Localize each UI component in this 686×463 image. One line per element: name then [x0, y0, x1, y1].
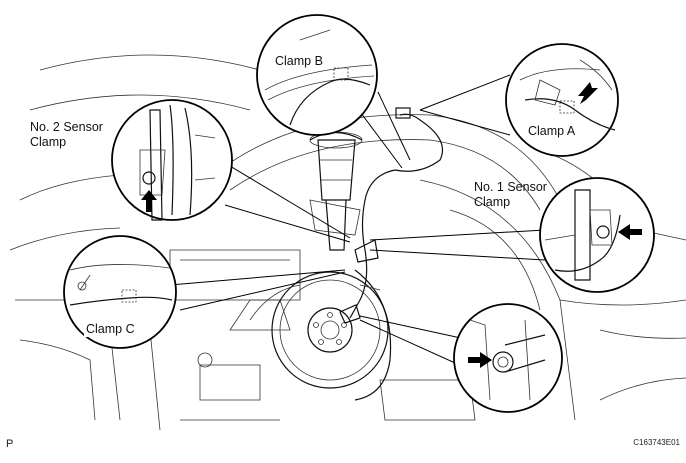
- figure-code: C163743E01: [633, 438, 680, 447]
- leader-lines: [169, 74, 546, 373]
- label-no1-sensor-clamp: No. 1 Sensor Clamp: [474, 180, 547, 209]
- brake-disc-hub: [271, 269, 392, 401]
- callout-no1-sensor-clamp: [539, 177, 655, 293]
- label-clamp-b: Clamp B: [273, 54, 325, 69]
- callout-clamp-a: [505, 43, 619, 157]
- arrow-no1-sensor-clamp: [618, 224, 642, 240]
- label-clamp-c: Clamp C: [84, 322, 137, 337]
- arrow-no2-sensor-clamp: [141, 190, 157, 212]
- callout-clamp-b: [256, 14, 378, 136]
- arrow-sensor-bolt: [468, 352, 492, 368]
- corner-label-left: P: [6, 438, 14, 450]
- callout-clamp-c: [63, 235, 177, 349]
- label-clamp-a: Clamp A: [526, 124, 578, 139]
- callout-sensor-bolt: [453, 303, 563, 413]
- sensor-wire-harness: [339, 107, 444, 324]
- arrow-clamp-a: [578, 82, 598, 104]
- strut-assembly: [309, 131, 363, 251]
- label-no2-sensor-clamp: No. 2 Sensor Clamp: [30, 120, 103, 149]
- callout-no2-sensor-clamp: [111, 99, 233, 221]
